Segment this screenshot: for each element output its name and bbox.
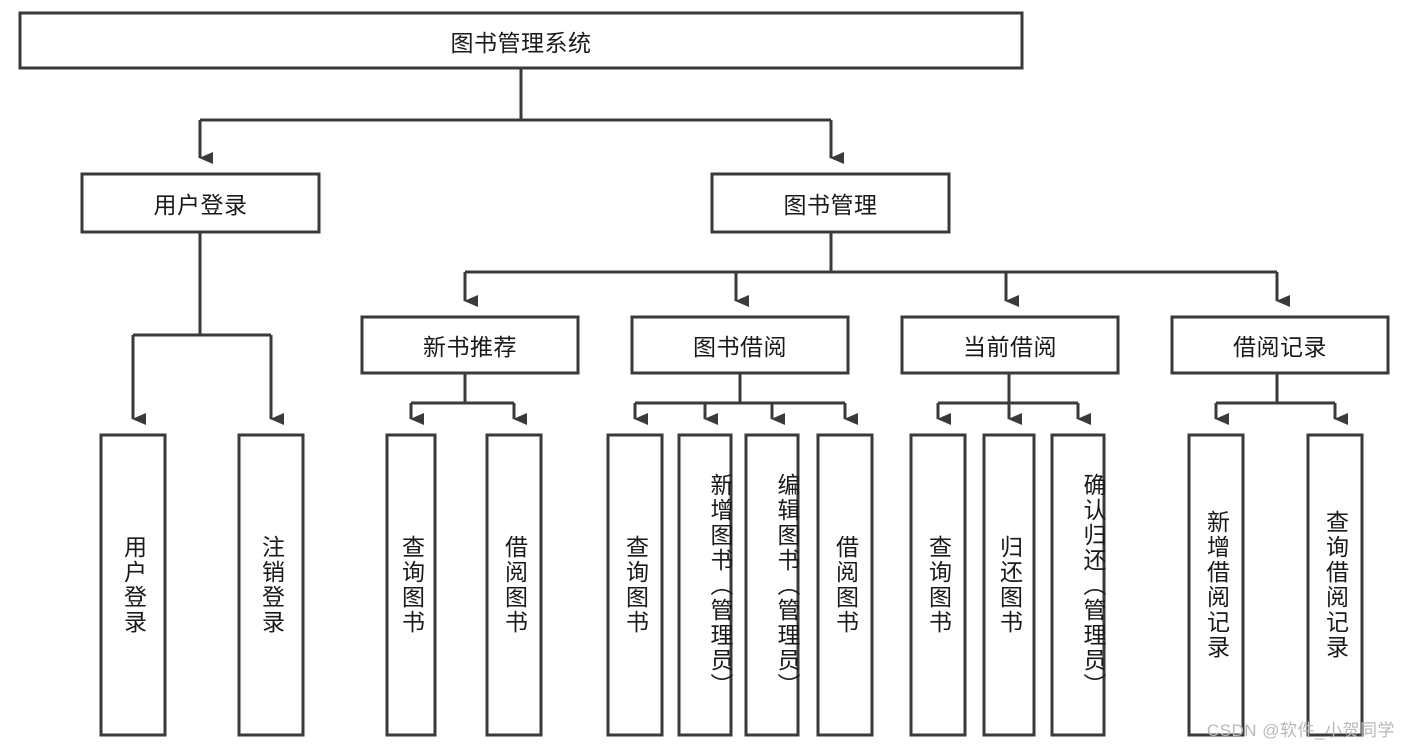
leaf-return-book[interactable] bbox=[982, 433, 1036, 737]
leaf-query-book-borrow[interactable] bbox=[606, 433, 664, 737]
node-user-login[interactable] bbox=[80, 172, 321, 234]
leaf-query-book-rec[interactable] bbox=[385, 433, 437, 737]
leaf-borrow-book-rec[interactable] bbox=[485, 433, 543, 737]
leaf-edit-book-admin[interactable] bbox=[744, 433, 800, 737]
leaf-confirm-return-admin[interactable] bbox=[1050, 433, 1106, 737]
leaf-query-book-current[interactable] bbox=[909, 433, 967, 737]
leaf-add-book-admin[interactable] bbox=[677, 433, 733, 737]
node-book-management[interactable] bbox=[710, 172, 951, 234]
node-current-borrow[interactable] bbox=[900, 315, 1120, 375]
leaf-borrow-book[interactable] bbox=[816, 433, 874, 737]
node-root[interactable] bbox=[18, 11, 1024, 70]
leaf-add-borrow-record[interactable] bbox=[1187, 433, 1245, 737]
node-borrow-record[interactable] bbox=[1170, 315, 1390, 375]
leaf-query-borrow-record[interactable] bbox=[1306, 433, 1364, 737]
leaf-logout[interactable] bbox=[237, 433, 305, 737]
leaf-user-login[interactable] bbox=[99, 433, 167, 737]
node-new-book-recommend[interactable] bbox=[360, 315, 580, 375]
node-book-borrow[interactable] bbox=[630, 315, 850, 375]
watermark-text: CSDN @软件_小贺同学 bbox=[1206, 721, 1395, 740]
